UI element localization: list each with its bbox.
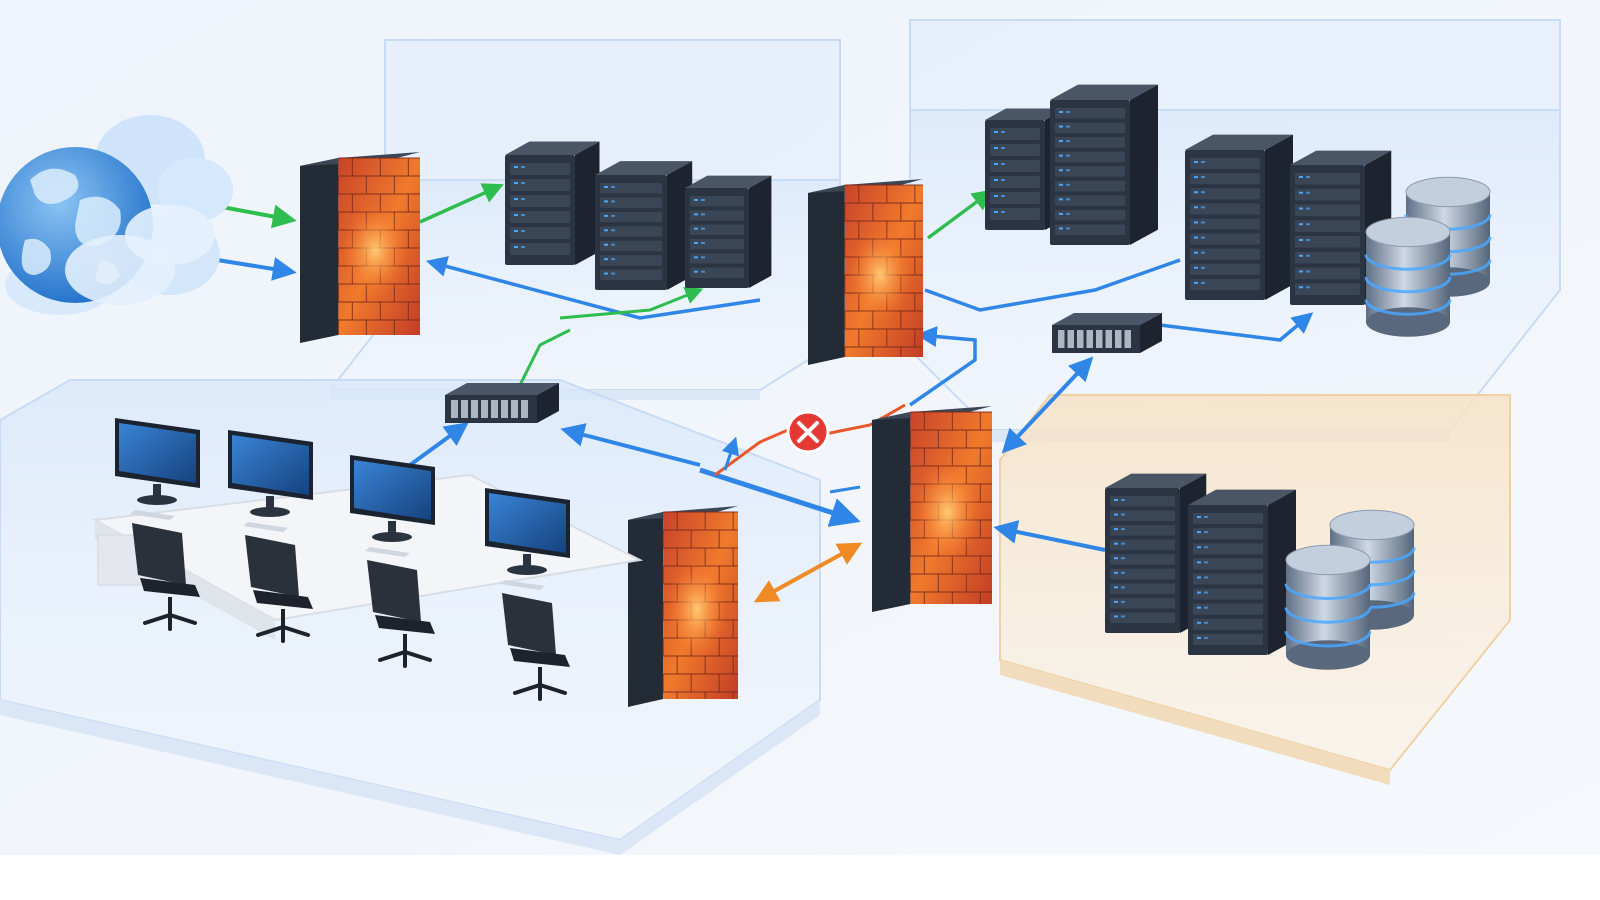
central-firewall-to-office-switch	[560, 423, 701, 467]
edge-firewall-to-web-server	[419, 183, 504, 224]
server-rack-icon	[1185, 134, 1293, 300]
datacenter-switch	[1052, 313, 1162, 353]
core-firewall-to-datacenter-allowed	[926, 189, 994, 240]
server-rack-icon	[505, 141, 600, 265]
database-icon	[1364, 216, 1452, 337]
switches	[445, 313, 1162, 423]
edge-firewall	[300, 152, 420, 343]
dmz-internal-green	[559, 286, 704, 320]
core-to-central-firewall	[909, 326, 977, 407]
close-icon	[786, 410, 830, 454]
office-upstream-stub	[721, 436, 739, 471]
server-rack-icon	[1050, 84, 1158, 245]
blocked-path-left	[714, 425, 796, 477]
office-to-office-switch	[408, 422, 469, 467]
server-rack-icon	[685, 175, 772, 288]
database-cylinders	[1284, 176, 1492, 670]
dmz-return-traffic	[425, 256, 761, 320]
office-to-central-firewall	[699, 467, 861, 527]
office-switch-to-dmz	[518, 328, 571, 386]
dc-switch-to-servers	[1159, 312, 1314, 342]
server-rack-icon	[595, 161, 693, 290]
workstation-icon	[350, 455, 435, 668]
core-firewall-to-dc-switch	[924, 258, 1181, 312]
central-firewall-to-dc-switch	[1001, 356, 1094, 454]
workstation-icon	[115, 418, 200, 631]
bottom-margin	[0, 855, 1600, 900]
firewalls	[300, 152, 992, 707]
connections	[194, 183, 1314, 603]
office-switch	[445, 383, 559, 423]
central-firewall	[872, 406, 992, 612]
restricted-to-central-firewall	[993, 520, 1106, 552]
server-rack-icon	[1188, 489, 1296, 655]
core-firewall	[808, 179, 923, 365]
server-rack-icon	[1290, 150, 1392, 305]
globe-cloud-icon	[0, 115, 233, 315]
workstation-icon	[228, 430, 313, 643]
server-racks	[505, 84, 1392, 655]
blocked-path-right	[819, 403, 906, 437]
office-workstations	[91, 418, 644, 701]
office-firewall-to-central-firewall	[753, 542, 863, 603]
workstation-icon	[485, 488, 570, 701]
central-firewall-stub	[829, 485, 861, 494]
database-icon	[1284, 544, 1372, 670]
office-firewall	[628, 506, 738, 707]
